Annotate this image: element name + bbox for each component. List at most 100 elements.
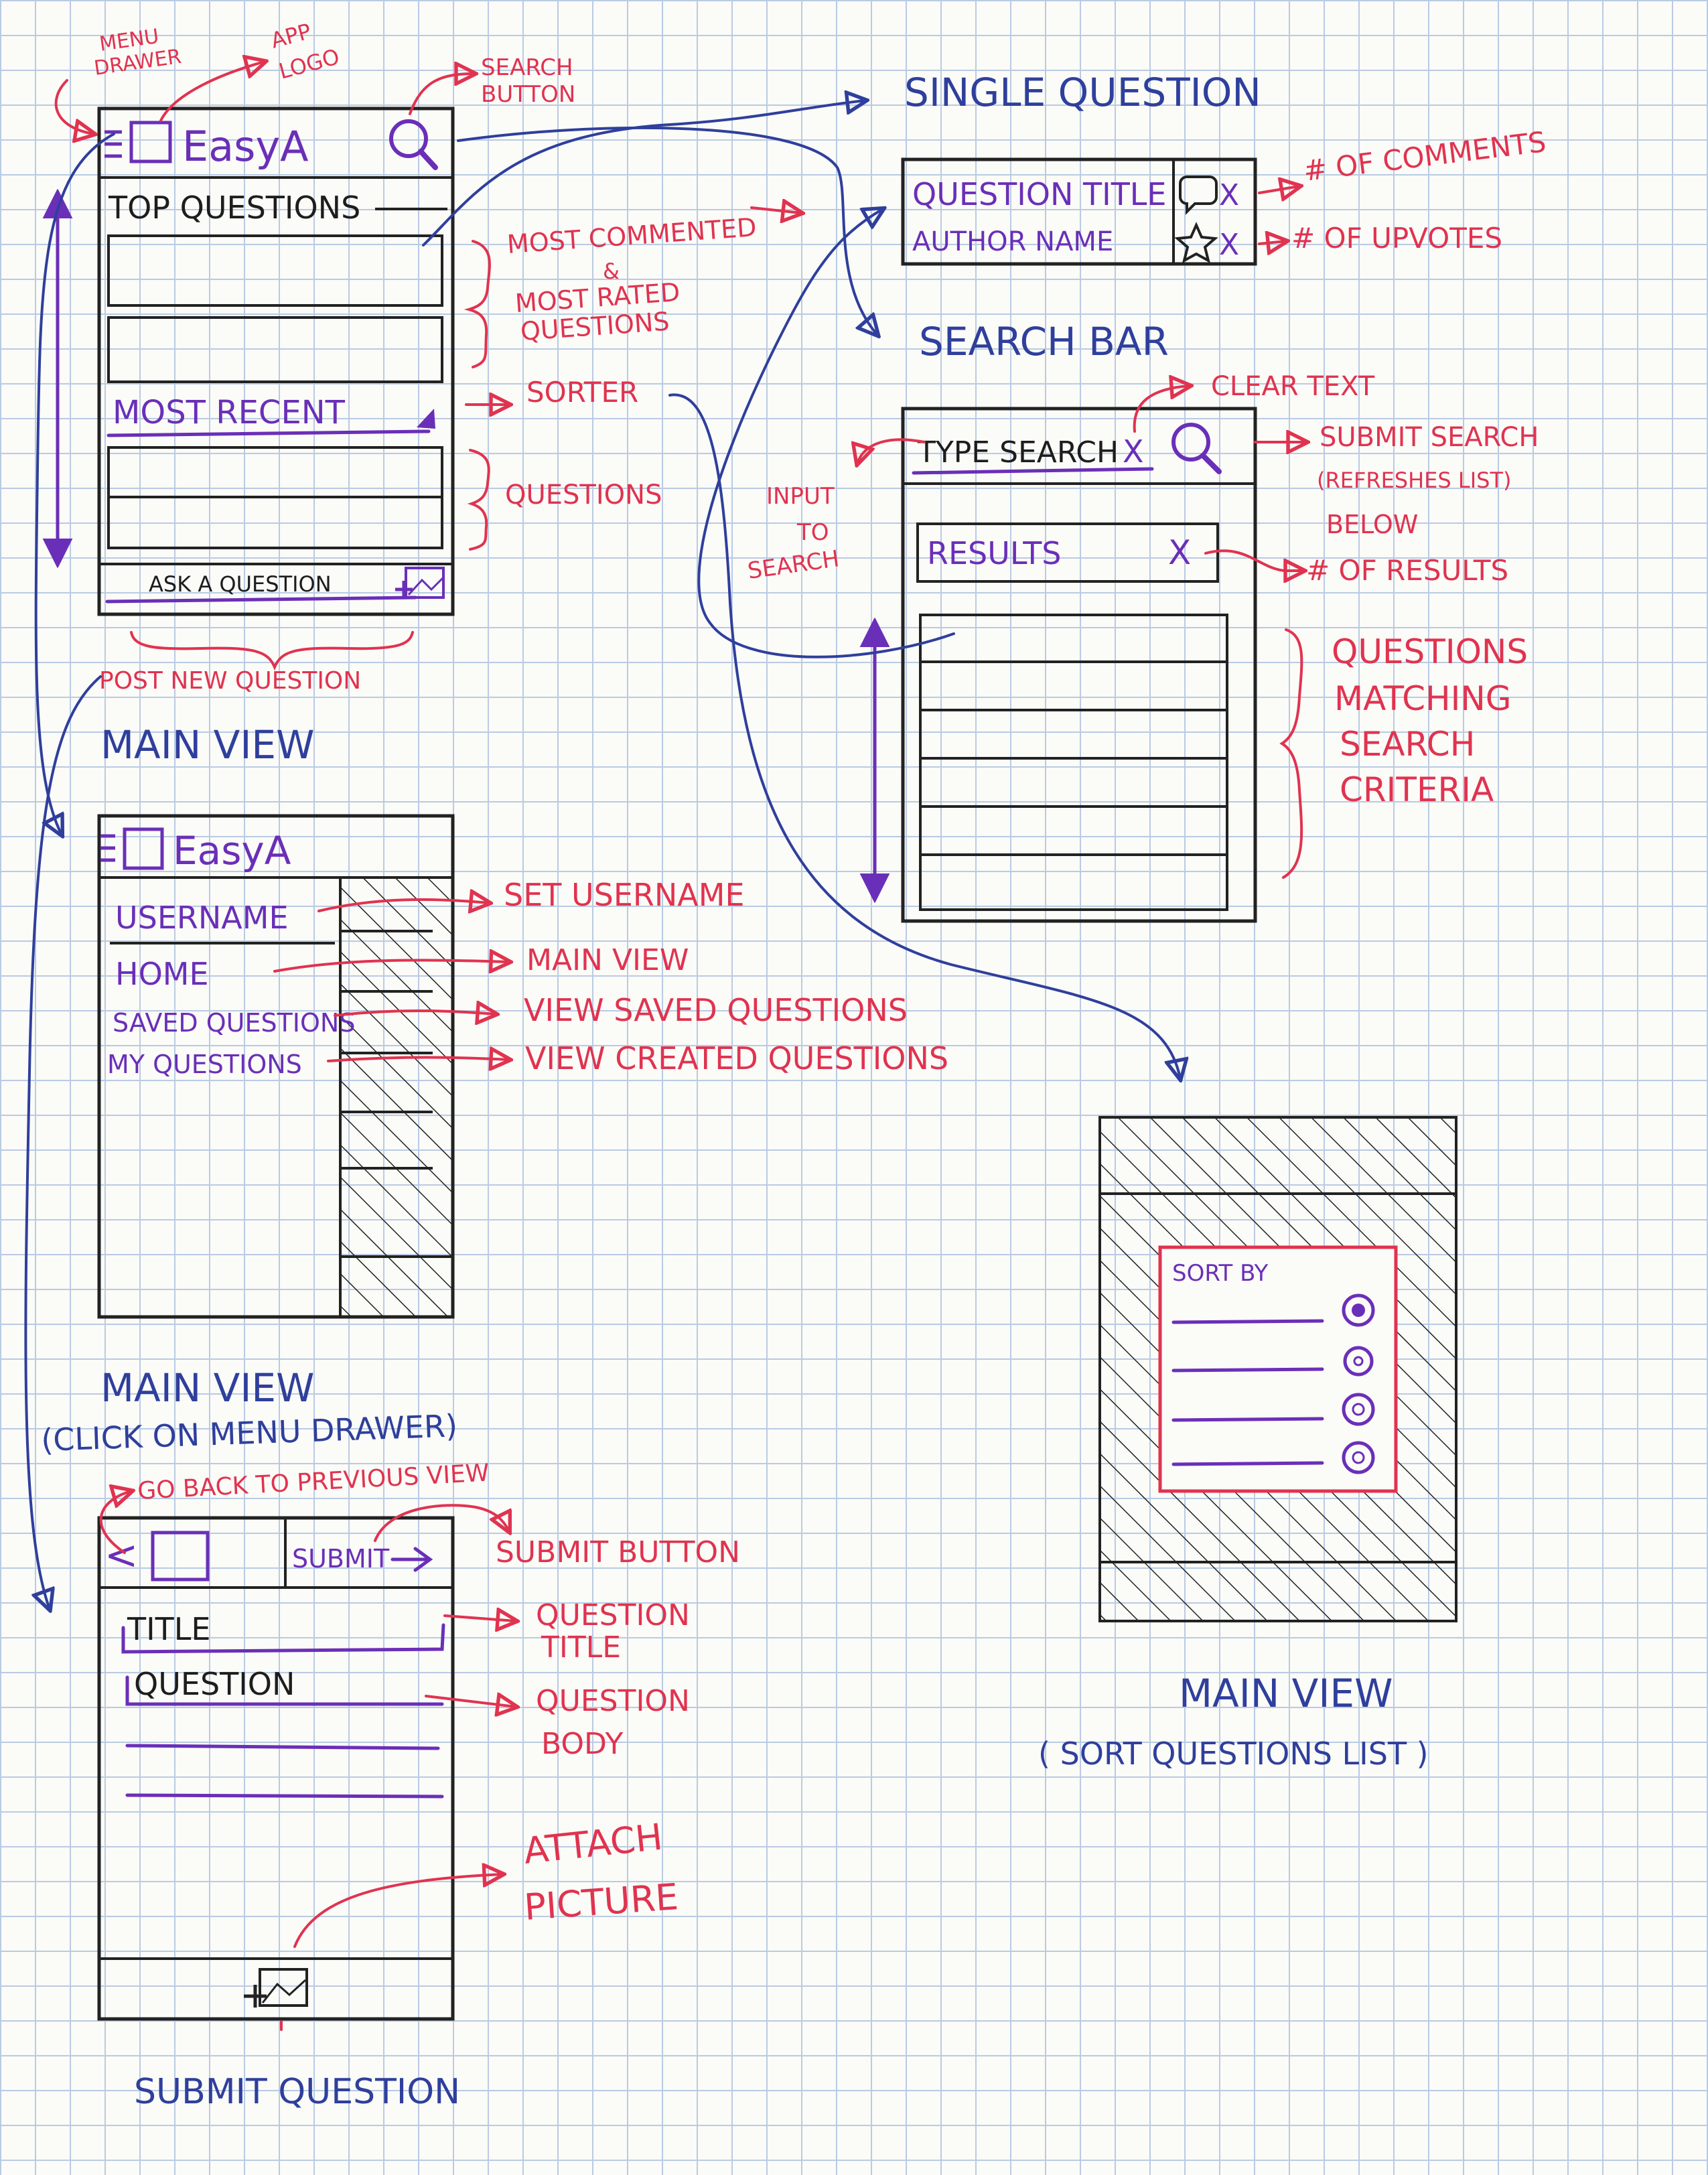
drawer-app-name: EasyA [173,828,291,873]
results-count: X [1168,533,1191,572]
most-recent-sorter[interactable]: MOST RECENT [113,394,346,431]
menu-drawer-wireframe: EasyA USERNAME HOME SAVED QUESTIONS MY Q… [97,814,455,1319]
drawer-item-saved-questions[interactable]: SAVED QUESTIONS [113,1008,355,1038]
sort-by-title: SORT BY [1172,1260,1269,1287]
search-results-list [919,614,1228,911]
author-name: AUTHOR NAME [912,226,1113,257]
image-plus-icon[interactable] [244,1968,308,2008]
star-icon[interactable] [1174,222,1218,263]
flow-to-submit [24,675,102,1609]
annotation-clear-text: CLEAR TEXT [1211,371,1375,402]
flow-to-search-bar [457,126,877,335]
main-view-annotations: MENU DRAWER APP LOGO SEARCH BUTTON MOST … [54,18,801,768]
title-field[interactable]: TITLE [127,1611,210,1647]
search-bar-annotations: CLEAR TEXT SUBMIT SEARCH (REFRESHES LIST… [746,371,1539,879]
annotation-question-title-line2: TITLE [541,1630,621,1665]
drawer-item-home[interactable]: HOME [115,956,209,992]
upvote-count: X [1219,228,1239,262]
submit-button[interactable]: SUBMIT [292,1544,390,1573]
caption-single-question: SINGLE QUESTION [904,70,1261,115]
annotation-matching-line3: SEARCH [1340,725,1475,764]
annotation-most-commented: MOST COMMENTED [506,212,758,259]
flow-sorter-to-sort-view [668,393,1180,1078]
question-title: QUESTION TITLE [912,176,1167,212]
hamburger-icon[interactable] [104,130,122,158]
sort-option-2[interactable] [1171,1367,1324,1373]
annotation-num-comments: # OF COMMENTS [1301,125,1548,188]
magnifier-icon[interactable] [389,119,438,170]
submit-search-magnifier-icon[interactable] [1171,423,1222,474]
submit-annotations: GO BACK TO PREVIOUS VIEW SUBMIT BUTTON Q… [99,1460,740,2112]
square-logo-icon [123,827,164,870]
annotation-num-results: # OF RESULTS [1306,554,1508,587]
single-question-wireframe: SINGLE QUESTION QUESTION TITLE AUTHOR NA… [901,70,1548,266]
radio-icon[interactable] [1342,1293,1375,1327]
annotation-question-title-line1: QUESTION [536,1598,690,1632]
annotation-ampersand: & [603,259,620,284]
flow-connectors [24,100,1180,1609]
image-plus-icon[interactable] [395,567,445,599]
annotation-question-body-line1: QUESTION [536,1684,690,1718]
annotation-submit-button: SUBMIT BUTTON [496,1535,740,1569]
arrow-right-icon [390,1547,433,1572]
annotation-view-saved: VIEW SAVED QUESTIONS [524,992,908,1028]
annotation-input-line2: TO [796,519,829,546]
question-card-frame[interactable] [901,157,1257,266]
annotation-input-line1: INPUT [766,483,835,510]
annotation-app-logo-line1: APP [268,18,313,53]
app-name: EasyA [182,122,309,171]
annotation-sorter: SORTER [526,376,638,409]
search-result-item[interactable] [920,615,1227,662]
annotation-set-username: SET USERNAME [504,877,745,913]
annotation-submit-search-line2: (REFRESHES LIST) [1317,468,1511,493]
caption-search-bar: SEARCH BAR [919,319,1169,364]
main-view-wireframe: EasyA TOP QUESTIONS MOST RECENT ASK A QU… [58,107,455,616]
radio-icon[interactable] [1342,1393,1375,1426]
flow-to-drawer [34,133,115,835]
radio-icon[interactable] [1343,1346,1374,1377]
caption-sort-line1: MAIN VIEW [1179,1671,1393,1716]
results-label: RESULTS [927,535,1062,571]
annotation-go-back: GO BACK TO PREVIOUS VIEW [137,1460,490,1505]
speech-bubble-icon [1179,176,1218,215]
top-questions-header: TOP QUESTIONS [108,190,360,226]
results-bar [916,522,1219,583]
annotation-search-button-line2: BUTTON [481,81,575,108]
drawer-item-my-questions[interactable]: MY QUESTIONS [107,1050,302,1079]
annotation-input-line3: SEARCH [746,545,841,585]
question-body-field[interactable]: QUESTION [134,1666,295,1702]
square-logo-icon [129,121,172,163]
clear-search-button[interactable]: X [1123,433,1144,470]
annotation-matching-line1: QUESTIONS [1332,632,1528,671]
submit-view-frame [97,1516,455,2021]
sort-option-3[interactable] [1171,1417,1324,1422]
submit-question-wireframe: < SUBMIT TITLE QUESTION [97,1516,455,2031]
dimmed-content-overlay[interactable] [339,876,454,1318]
annotation-question-body-line2: BODY [541,1727,624,1761]
annotation-submit-search-line3: BELOW [1326,510,1418,539]
sort-view-wireframe: SORT BY MAIN VIEW ( SORT QUESTIONS LIST … [1038,1116,1457,1772]
top-question-card-1[interactable] [107,234,443,307]
hamburger-icon[interactable] [100,834,115,862]
annotation-matching-line4: CRITERIA [1340,770,1494,809]
question-list-item[interactable] [109,497,442,548]
sorter-dropdown-icon[interactable] [417,409,435,429]
annotation-attach-line1: ATTACH [522,1816,664,1872]
annotation-search-button-line1: SEARCH [481,54,573,81]
sort-option-1[interactable] [1171,1319,1324,1324]
flow-search-result-to-question [697,209,955,658]
annotation-attach-line2: PICTURE [523,1876,680,1928]
ask-question-button[interactable]: ASK A QUESTION [149,571,332,597]
caption-main-view: MAIN VIEW [100,722,314,768]
comment-count: X [1219,178,1239,212]
main-view-frame [97,107,455,616]
drawer-item-username[interactable]: USERNAME [115,900,289,936]
sort-option-4[interactable] [1171,1461,1324,1466]
radio-icon[interactable] [1342,1441,1375,1474]
annotation-matching-line2: MATCHING [1334,679,1511,718]
search-input[interactable]: TYPE SEARCH [917,435,1119,470]
annotation-num-upvotes: # OF UPVOTES [1291,222,1502,255]
top-question-card-2[interactable] [107,316,443,383]
caption-drawer-line2: (CLICK ON MENU DRAWER) [40,1407,457,1458]
